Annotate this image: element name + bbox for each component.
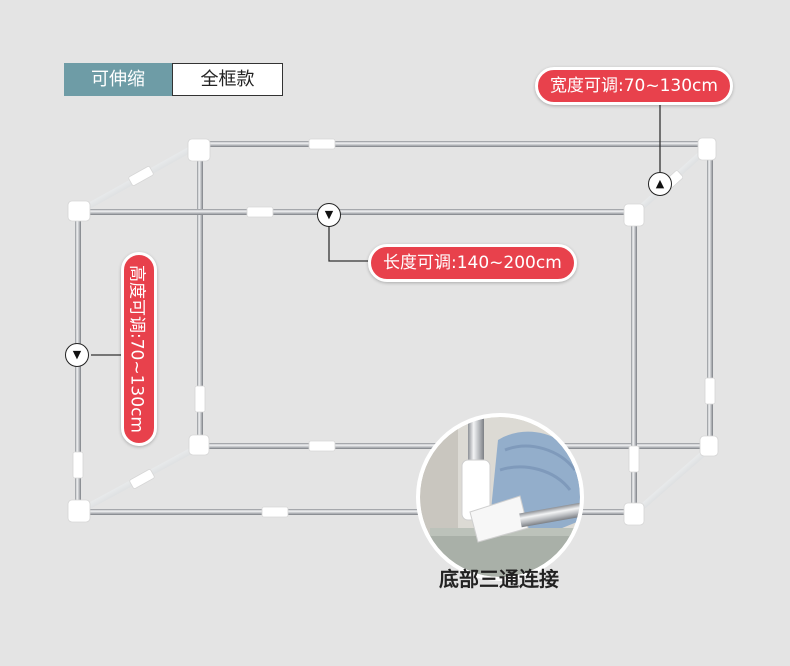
leader-lines: [91, 99, 661, 356]
detail-zoom-circle: [416, 413, 584, 581]
height-callout-text: 高度可调:70~130cm: [126, 265, 147, 433]
height-callout: 高度可调:70~130cm: [121, 252, 157, 446]
height-down-arrow-icon: ▼: [65, 343, 89, 367]
width-up-arrow-icon: ▲: [648, 172, 672, 196]
adjustable-tag: 可伸缩: [64, 63, 172, 96]
full-frame-tag: 全框款: [172, 63, 283, 96]
variant-tags: 可伸缩 全框款: [64, 63, 283, 96]
depth-rods: [76, 141, 715, 517]
length-callout: 长度可调:140~200cm: [368, 244, 577, 282]
connectors: [67, 137, 719, 526]
width-callout: 宽度可调:70~130cm: [535, 67, 733, 105]
detail-caption: 底部三通连接: [439, 567, 559, 591]
length-down-arrow-icon: ▼: [317, 203, 341, 227]
